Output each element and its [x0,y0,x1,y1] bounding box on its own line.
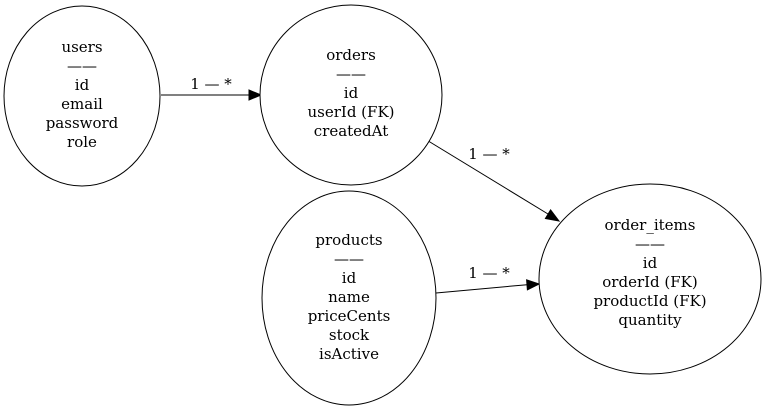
edge-line-orders-order-items [424,138,549,215]
entity-field: userId (FK) [307,103,394,121]
edge-label-orders-order-items: 1 — * [468,145,510,163]
edge-users-orders: 1 — * [161,75,263,101]
entity-products: products —— id name priceCents stock isA… [261,190,437,406]
entity-title: order_items [605,216,696,234]
entity-separator: —— [635,235,665,253]
entity-field: id [342,269,357,287]
entity-users-shape [3,5,161,187]
entity-field: productId (FK) [593,292,706,310]
entity-field: orderId (FK) [602,273,697,291]
entity-field: id [75,76,90,94]
entity-title: users [61,38,102,56]
edge-orders-order-items: 1 — * [424,138,561,222]
entity-title: products [315,231,382,249]
entity-field: isActive [319,345,379,363]
entity-field: password [46,114,119,132]
entity-field: role [67,133,97,151]
entity-field: createdAt [314,122,389,140]
entity-field: name [328,288,370,306]
arrowhead-icon [526,279,541,291]
entity-order-items: order_items —— id orderId (FK) productId… [538,183,762,375]
entity-separator: —— [334,250,364,268]
edge-label-users-orders: 1 — * [190,75,232,93]
edge-label-products-order-items: 1 — * [468,264,510,282]
entity-users: users —— id email password role [3,5,161,187]
arrowhead-icon [544,209,561,222]
entity-orders-shape [259,4,443,186]
entity-order-items-shape [538,183,762,375]
entity-products-shape [261,190,437,406]
entity-field: priceCents [308,307,391,325]
edge-line-products-order-items [435,284,528,294]
entity-field: id [344,84,359,102]
entity-title: orders [326,46,376,64]
entity-field: email [61,95,103,113]
entity-field: stock [329,326,370,344]
entity-field: id [643,254,658,272]
entity-separator: —— [67,57,97,75]
edge-products-order-items: 1 — * [435,264,541,294]
entity-field: quantity [618,311,682,329]
entity-orders: orders —— id userId (FK) createdAt [259,4,443,186]
arrowhead-icon [248,89,263,101]
entity-separator: —— [336,65,366,83]
